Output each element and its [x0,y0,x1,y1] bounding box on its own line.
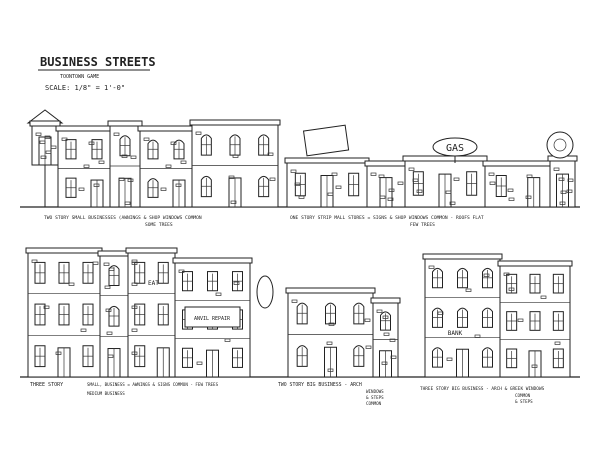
caption-three-story-small: SMALL, BUSINESS = AWNINGS & SIGNS COMMON… [87,382,219,387]
title-block: BUSINESS STREETS TOONTOWN GAME SCALE: 1/… [38,55,156,92]
three-story-narrow [97,250,131,378]
three-story-corner [25,247,103,378]
building-drawings [20,109,580,378]
tire-shop [547,155,578,208]
caption-two-story-big-4: COMMON [366,401,382,406]
sheet-title: BUSINESS STREETS [40,55,156,69]
caption-three-story-big-3: & STEPS [515,399,533,404]
caption-two-story-small-2: SOME TREES [145,222,173,228]
caption-two-story-small: TWO STORY SMALL BUSINESSES (AWNINGS & SH… [44,215,202,221]
caption-two-story-big: TWO STORY BIG BUSINESS - ARCH [278,382,362,388]
sheet-subtitle: TOONTOWN GAME [60,74,99,80]
caption-two-story-big-3: & STEPS [366,395,384,400]
three-story-diner [125,247,178,378]
caption-two-story-big-2: WINDOWS [366,389,384,394]
two-story-shop-brick [189,119,281,208]
two-story-shop-awning [137,125,195,208]
strip-store-3 [482,160,553,208]
repair-sign-text: ANVIL REPAIR [194,316,231,322]
gas-sign-text: GAS [446,143,464,154]
strip-store-1 [284,157,370,208]
two-story-big-annex [370,297,401,378]
two-story-shop-1 [55,125,113,208]
caption-three-story-small-2: MEDIUM BUSINESS [87,391,125,396]
repair-sign: ANVIL REPAIR [184,306,241,328]
caption-three-story-big: THREE STORY BIG BUSINESS - ARCH & GREEK … [420,386,545,392]
strip-store-2 [364,160,408,208]
sheet-scale: SCALE: 1/8" = 1'-0" [45,84,125,92]
eat-sign: EAT [148,280,159,287]
caption-one-story-strip: ONE STORY STRIP MALL STORES = SIGNS & SH… [290,215,484,221]
tire-sign [546,131,574,159]
bank-building [422,253,503,378]
eat-sign-text: EAT [148,280,159,287]
caption-three-story-big-2: COMMON [515,393,531,398]
rooftop-billboard [302,124,350,157]
two-story-shop-arched [107,120,143,208]
captions: TWO STORY SMALL BUSINESSES (AWNINGS & SH… [30,215,545,406]
hanging-sign [256,275,274,309]
gas-sign: GAS [432,137,478,163]
three-story-big-columns [497,260,573,378]
two-story-big-business [285,287,376,378]
bank-sign-text: BANK [448,330,463,337]
bank-sign: BANK [448,330,463,337]
gas-station [402,155,488,208]
caption-one-story-strip-2: FEW TREES [410,222,435,228]
caption-three-story: THREE STORY [30,382,63,388]
